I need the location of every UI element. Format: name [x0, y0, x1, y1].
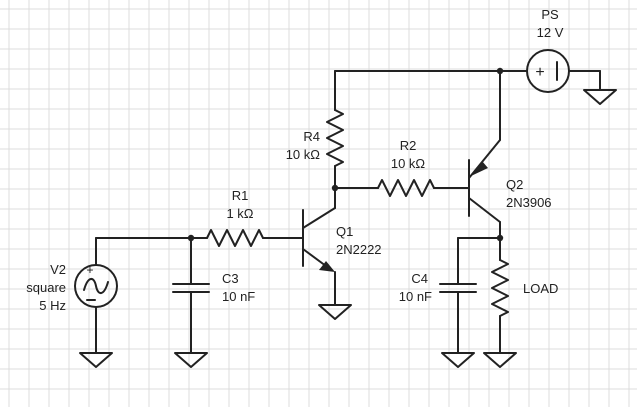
- v2-wave: square: [26, 280, 66, 295]
- c4-value: 10 nF: [399, 289, 432, 304]
- npn-emitter-arrow-icon: [319, 261, 335, 272]
- r2-label: R2: [400, 138, 417, 153]
- svg-text:+: +: [86, 263, 93, 277]
- pnp-emitter-arrow-icon: [471, 161, 488, 176]
- resistor-load[interactable]: LOAD: [483, 237, 558, 368]
- q1-label: Q1: [336, 224, 353, 239]
- capacitor-c4[interactable]: C4 10 nF: [399, 237, 477, 368]
- transistor-q2[interactable]: Q2 2N3906: [468, 139, 552, 239]
- q2-label: Q2: [506, 177, 523, 192]
- r4-value: 10 kΩ: [286, 147, 321, 162]
- ps-label: PS: [541, 7, 559, 22]
- v2-frequency: 5 Hz: [39, 298, 66, 313]
- c3-label: C3: [222, 271, 239, 286]
- ground-icon: [318, 304, 352, 320]
- v2-label: V2: [50, 262, 66, 277]
- svg-text:+: +: [535, 64, 544, 81]
- c4-label: C4: [411, 271, 428, 286]
- ground-icon: [79, 352, 113, 368]
- load-label: LOAD: [523, 281, 558, 296]
- q1-part: 2N2222: [336, 242, 382, 257]
- resistor-r2[interactable]: R2 10 kΩ: [334, 138, 470, 197]
- r4-label: R4: [303, 129, 320, 144]
- resistor-r4[interactable]: R4 10 kΩ: [286, 109, 344, 167]
- r1-value: 1 kΩ: [226, 206, 253, 221]
- ground-icon: [174, 352, 208, 368]
- transistor-q1[interactable]: Q1 2N2222: [302, 187, 382, 320]
- ground-icon: [441, 352, 475, 368]
- r1-label: R1: [232, 188, 249, 203]
- c3-value: 10 nF: [222, 289, 255, 304]
- resistor-r1[interactable]: R1 1 kΩ: [190, 188, 304, 247]
- supply-rail: [334, 67, 528, 141]
- ground-icon: [583, 89, 617, 105]
- capacitor-c3[interactable]: C3 10 nF: [172, 237, 255, 368]
- q2-part: 2N3906: [506, 195, 552, 210]
- ground-icon: [483, 352, 517, 368]
- sine-wave-icon: [83, 278, 109, 294]
- ps-value: 12 V: [537, 25, 564, 40]
- r2-value: 10 kΩ: [391, 156, 426, 171]
- voltage-source-v2[interactable]: + V2 square 5 Hz: [26, 237, 118, 368]
